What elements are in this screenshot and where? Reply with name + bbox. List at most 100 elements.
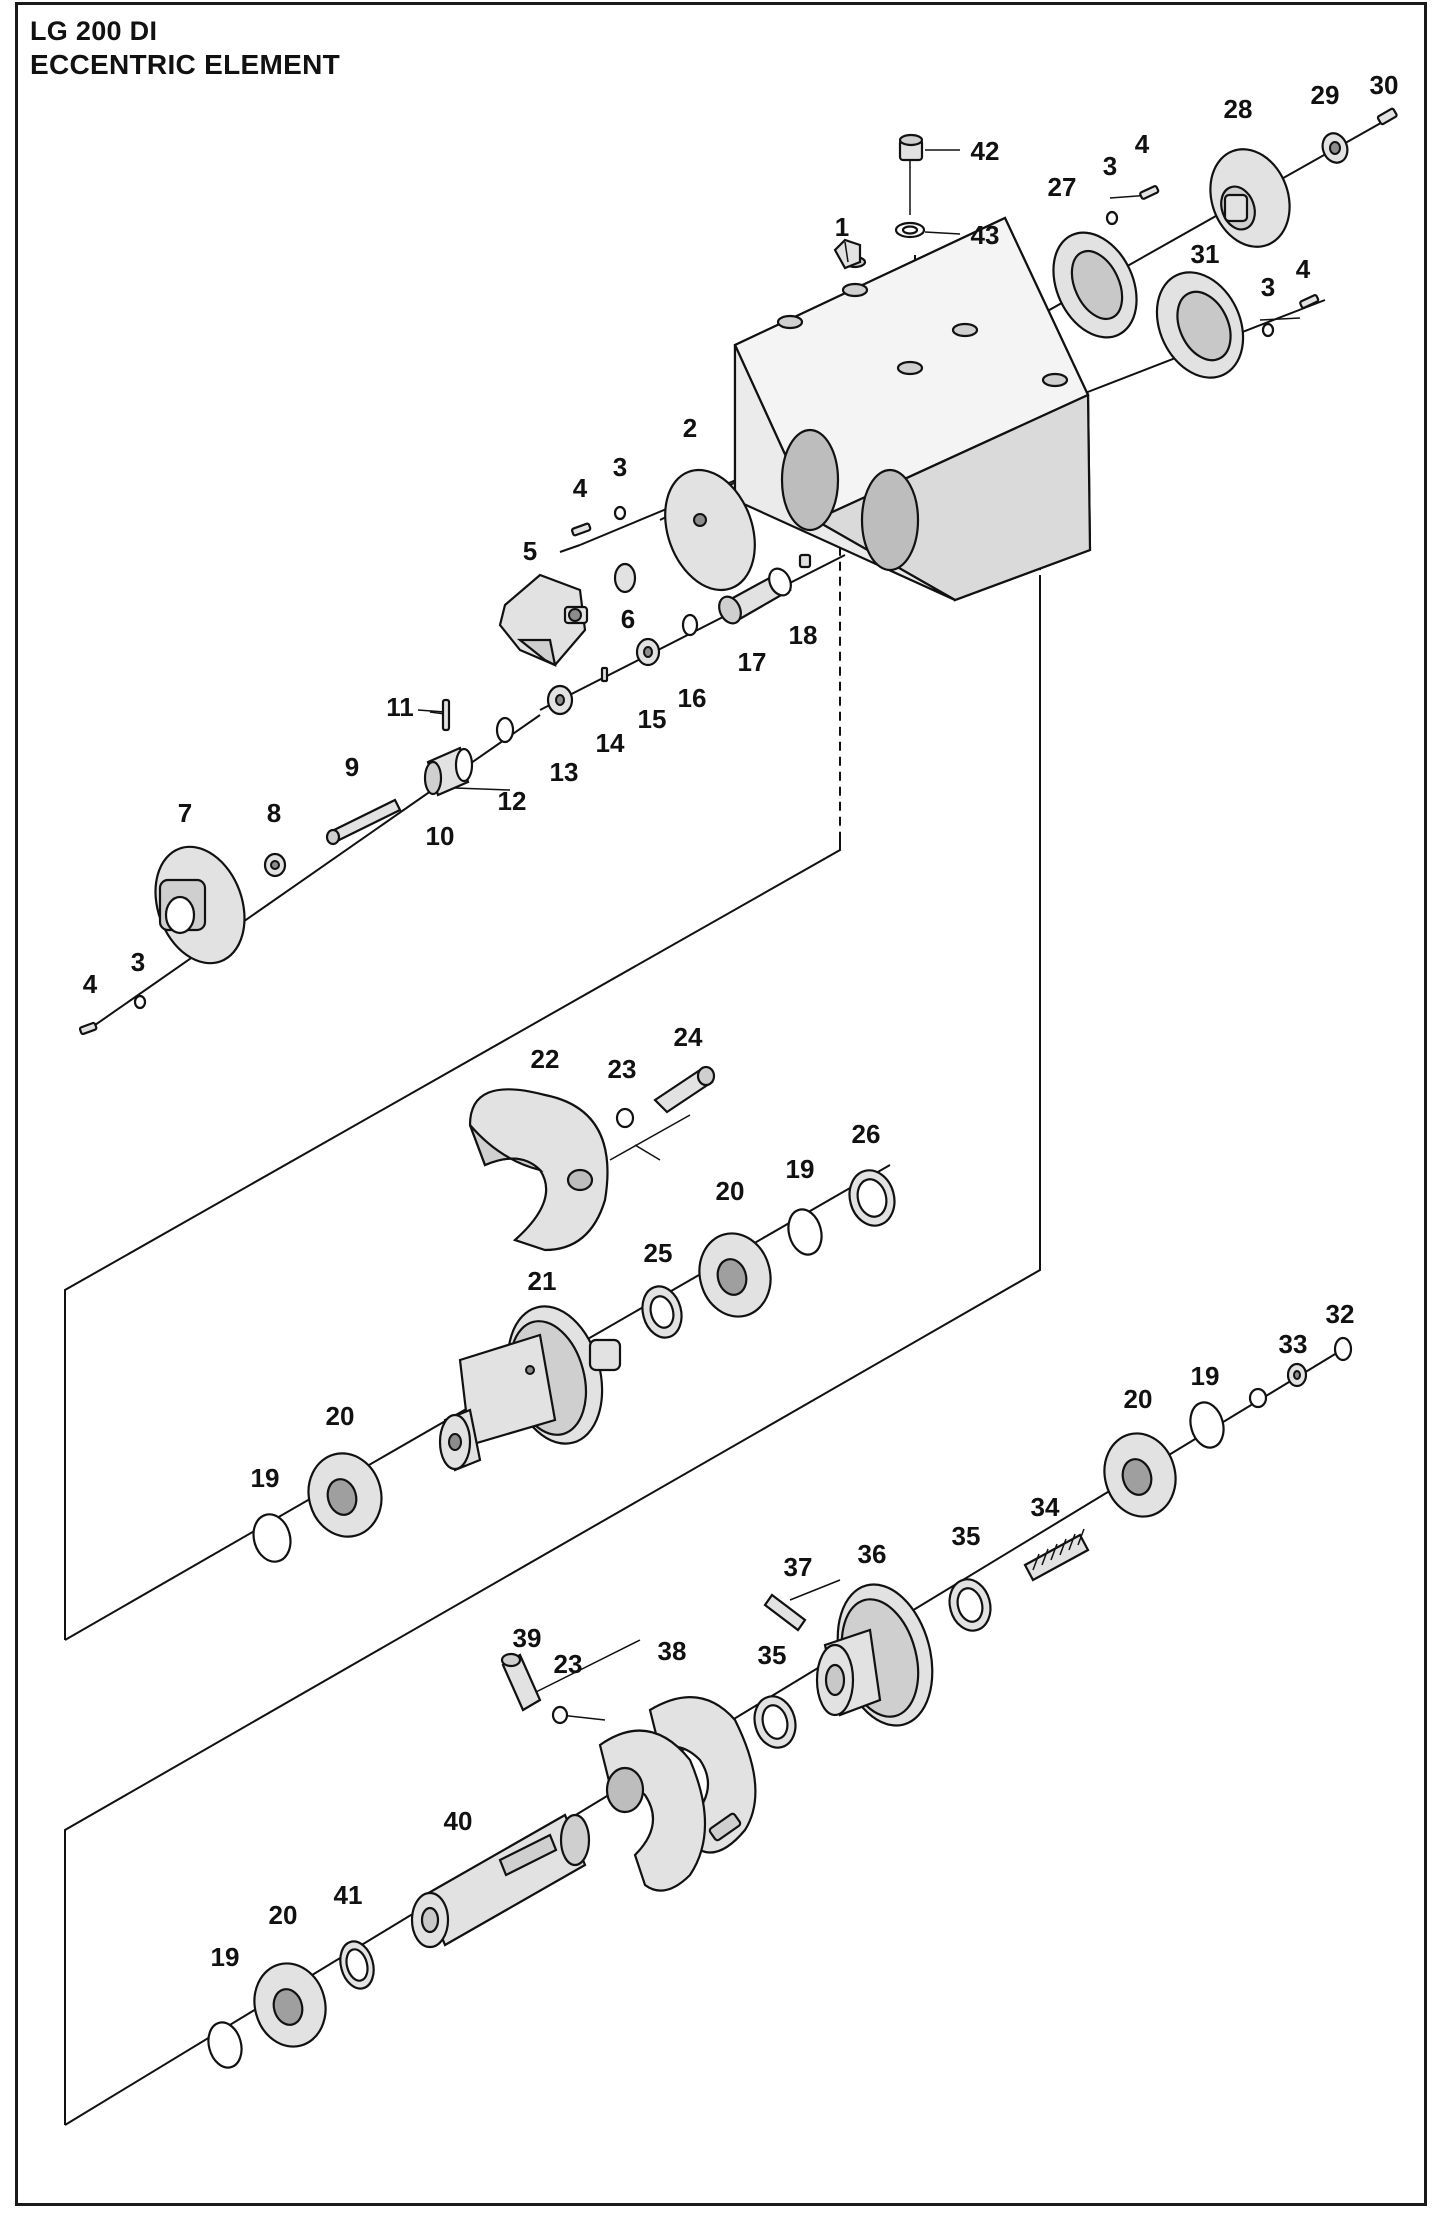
part-6-drive-gear [613,562,637,594]
part-35-ring-lower [753,1695,797,1749]
part-2-cover-plate [664,468,756,592]
part-20-bearing-lower-left [253,1962,327,2048]
part-28-flange [1209,148,1291,248]
callout-33: 33 [1279,1329,1308,1359]
callout-37: 37 [784,1552,813,1582]
callout-20-lower-right: 20 [1124,1384,1153,1414]
callout-6: 6 [621,604,635,634]
part-13-spacer [546,684,574,716]
callout-35-upper: 35 [952,1521,981,1551]
part-36-gear [815,1583,934,1727]
callout-38: 38 [658,1636,687,1666]
part-7-motor-flange [154,845,246,965]
callout-20-upper: 20 [716,1176,745,1206]
callout-40: 40 [444,1806,473,1836]
callout-25: 25 [644,1238,673,1268]
part-16-ring [681,613,699,637]
part-12-circlip [495,716,515,744]
callout-16: 16 [678,683,707,713]
part-35-ring-upper [948,1578,992,1632]
callout-20-lower-left: 20 [269,1900,298,1930]
gearbox-housing [733,216,1092,602]
callout-26: 26 [852,1119,881,1149]
callout-leaders [844,149,961,263]
part-42-drain-plug [898,133,924,162]
callout-10: 10 [426,821,455,851]
callout-23-upper: 23 [608,1054,637,1084]
part-19-circlip-middle-left [252,1513,292,1563]
callout-28: 28 [1224,94,1253,124]
callout-4-right: 4 [1296,254,1311,284]
callout-31: 31 [1191,239,1220,269]
part-15-bearing [635,637,661,667]
part-19-circlip-upper-right [787,1208,823,1256]
part-29-washer [1321,132,1349,164]
part-23-washer-upper [615,1107,635,1129]
callout-32: 32 [1326,1299,1355,1329]
callout-3-top: 3 [1103,151,1117,181]
part-37-pin [763,1593,807,1632]
title-block: LG 200 DI ECCENTRIC ELEMENT [30,14,340,82]
part-19-circlip-lower-right [1189,1401,1225,1449]
part-34-spring [1023,1528,1090,1582]
part-31-bearing-cover [1155,271,1245,379]
callout-34: 34 [1031,1492,1060,1522]
part-38-counterweights [598,1696,757,1892]
part-19-circlip-lower-left [207,2021,243,2069]
callout-30: 30 [1370,70,1399,100]
part-41-ring [339,1940,375,1990]
callout-11: 11 [386,692,414,722]
part-3-4-screws-left [78,505,627,1036]
part-32-circlip [1333,1336,1353,1362]
part-22-counterweight [468,1088,609,1252]
callout-15: 15 [638,704,667,734]
callout-19-middle-left: 19 [251,1463,280,1493]
part-30-screw [1376,107,1398,126]
part-20-bearing-upper-right [698,1232,772,1318]
callout-39: 39 [513,1623,542,1653]
part-5-hydraulic-motor [498,573,589,667]
part-25-spacer [641,1285,683,1339]
callout-3-right: 3 [1261,272,1275,302]
callout-23-lower: 23 [554,1649,583,1679]
callout-1: 1 [835,212,849,242]
part-27-bearing-cover [1052,231,1138,339]
callout-4: 4 [573,473,588,503]
part-43-seal-ring [894,221,926,239]
callout-35-lower: 35 [758,1640,787,1670]
callout-labels: 1 2 3 4 5 6 7 8 9 10 11 12 13 14 15 16 1… [83,70,1399,1972]
callout-41: 41 [334,1880,363,1910]
callout-27: 27 [1048,172,1077,202]
callout-19-lower-right: 19 [1191,1361,1220,1391]
callout-2: 2 [683,413,697,443]
callout-3: 3 [613,452,627,482]
part-10-sleeve [423,746,474,797]
callout-5: 5 [523,536,537,566]
callout-4-top: 4 [1135,129,1150,159]
callout-13: 13 [550,757,579,787]
callout-29: 29 [1311,80,1340,110]
part-14-pin [600,666,609,683]
section-title: ECCENTRIC ELEMENT [30,49,340,80]
drawing-frame [15,2,1427,2206]
callout-19-upper: 19 [786,1154,815,1184]
model-title: LG 200 DI [30,16,158,46]
callout-18: 18 [789,620,818,650]
part-23-washer-lower [551,1705,569,1725]
callout-43: 43 [971,220,1000,250]
part-39-bolt [500,1652,542,1712]
part-8-bushing [263,852,287,878]
part-20-bearing-lower-right [1103,1432,1177,1518]
callout-3-left: 3 [131,947,145,977]
part-9-shaft [325,798,402,846]
part-24-bolt [653,1065,716,1114]
callout-7: 7 [178,798,192,828]
callout-17: 17 [738,647,767,677]
callout-4-left: 4 [83,969,98,999]
part-26-ring [848,1169,896,1227]
callout-42: 42 [971,136,1000,166]
callout-14: 14 [596,728,625,758]
part-33-washer [1248,1362,1308,1409]
part-17-coupling [718,567,792,625]
